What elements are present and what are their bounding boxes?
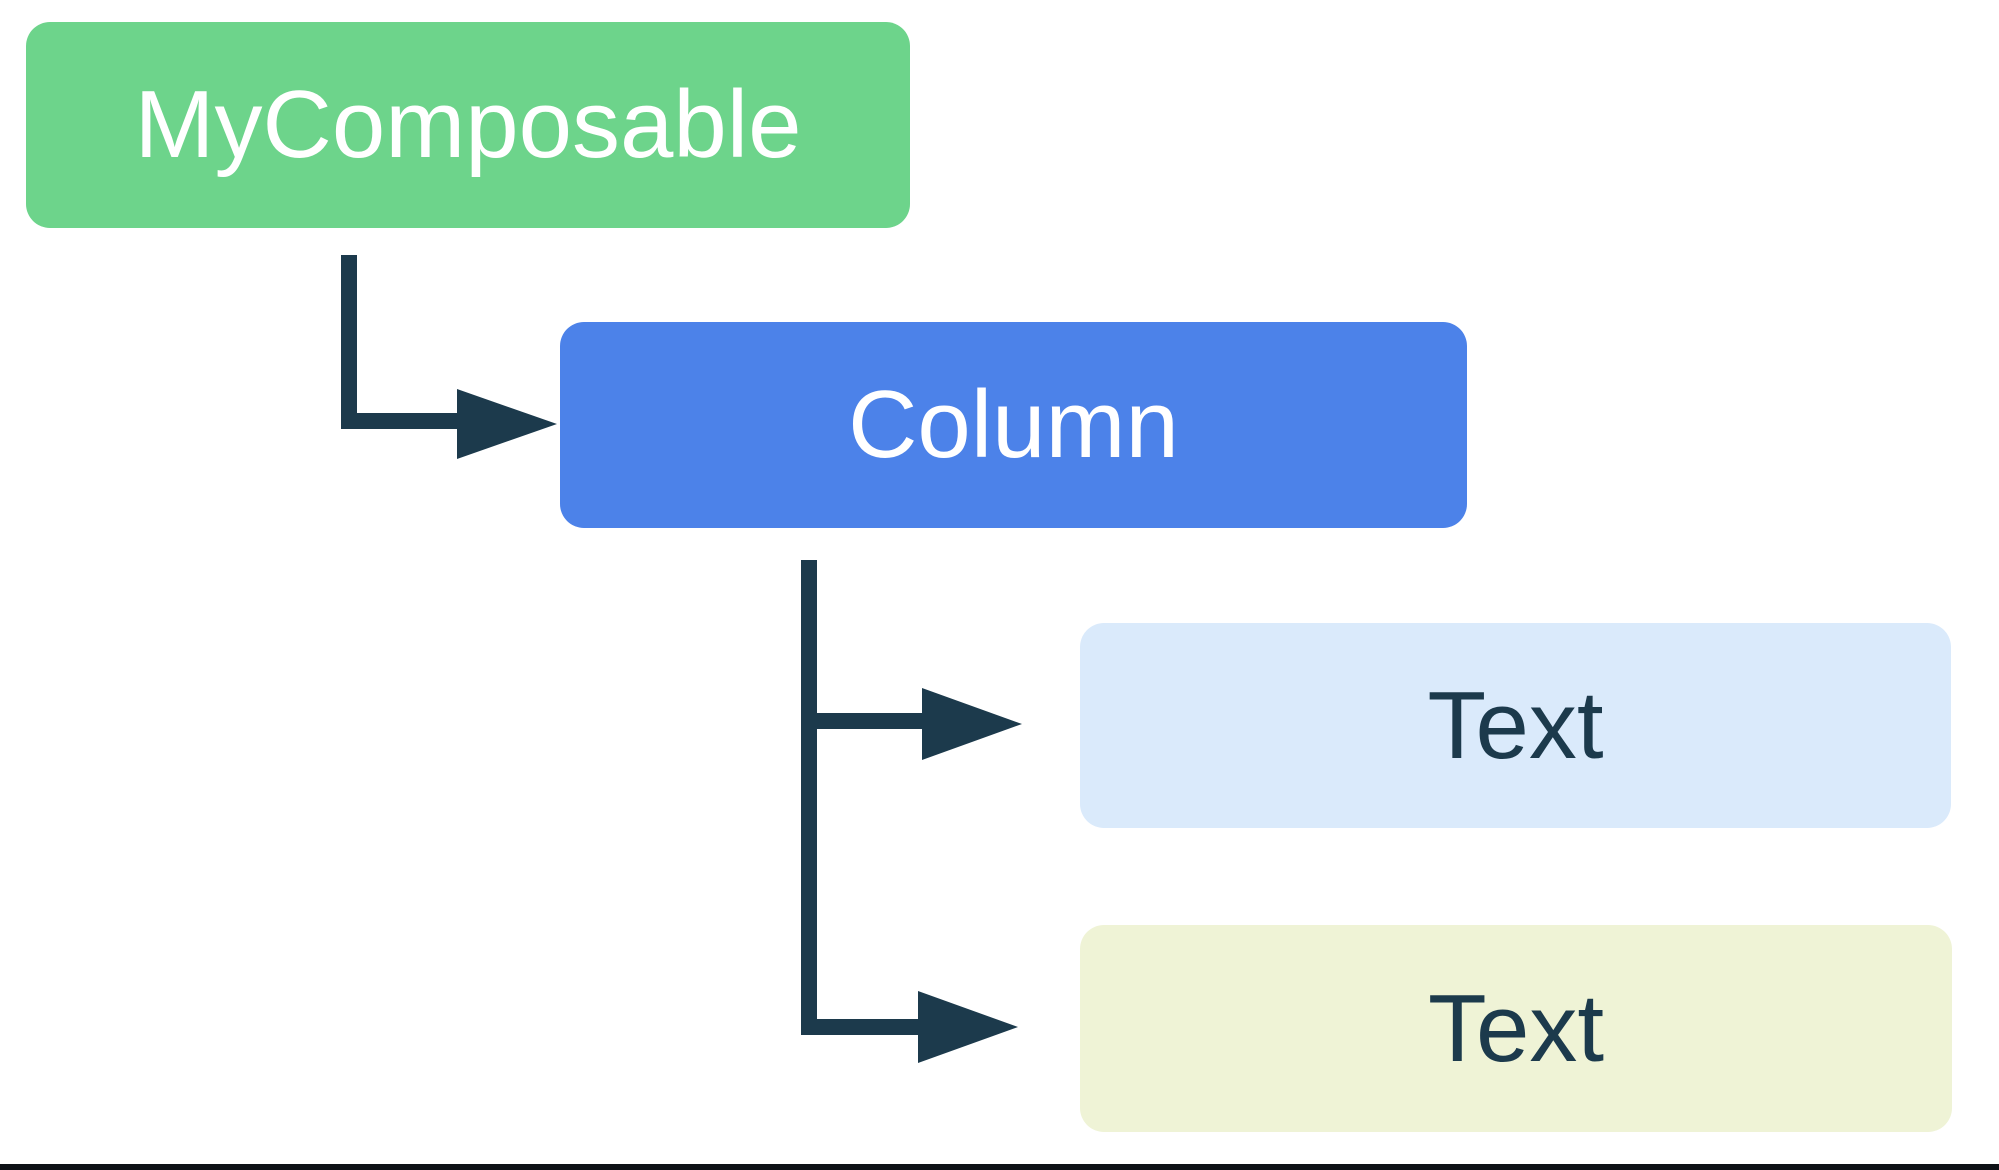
bottom-rule [0,1164,1999,1170]
connector-column-text2-horizontal [801,1019,918,1035]
node-text-1-label: Text [1427,671,1604,779]
node-text-2-label: Text [1427,974,1605,1082]
node-mycomposable-label: MyComposable [134,71,802,178]
node-text-1: Text [1080,623,1951,828]
arrowhead-icon [918,991,1018,1063]
connector-column-children-vertical [801,560,817,1035]
arrowhead-icon [457,389,557,459]
connector-mycomposable-column-horizontal [341,413,457,429]
node-text-2: Text [1080,925,1952,1132]
node-column: Column [560,322,1467,528]
connector-column-text1-horizontal [801,713,922,729]
arrowhead-icon [922,688,1022,760]
node-column-label: Column [848,371,1179,478]
node-mycomposable: MyComposable [26,22,910,228]
connector-mycomposable-column-vertical [341,255,357,429]
